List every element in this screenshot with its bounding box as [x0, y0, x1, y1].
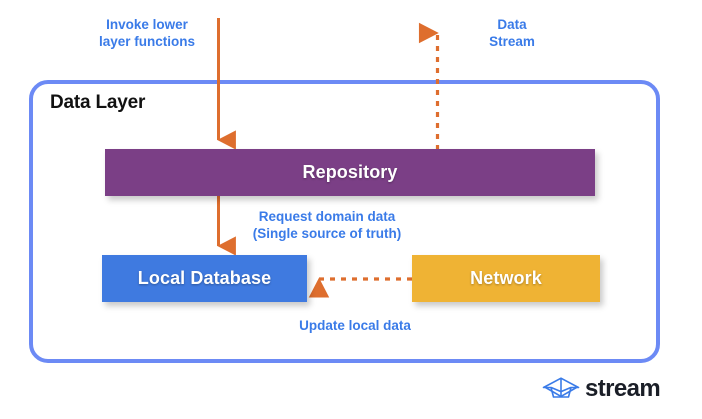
label-update-local-data: Update local data: [299, 318, 411, 333]
brand-name: stream: [585, 375, 661, 402]
node-network-label: Network: [470, 268, 542, 288]
brand-logo: stream: [541, 375, 661, 402]
node-local-database[interactable]: Local Database: [102, 255, 307, 302]
label-data-stream: Data Stream: [489, 17, 535, 49]
data-layer-title: Data Layer: [50, 92, 146, 113]
node-local-database-label: Local Database: [137, 268, 272, 288]
paper-boat-icon: [542, 377, 580, 398]
data-layer-container: [29, 80, 660, 363]
node-repository[interactable]: Repository: [105, 149, 595, 196]
node-network[interactable]: Network: [412, 255, 600, 302]
node-repository-label: Repository: [302, 162, 398, 182]
label-request-domain-data: Request domain data (Single source of tr…: [252, 209, 402, 241]
label-invoke-lower-layer-functions: Invoke lower layer functions: [98, 17, 196, 49]
